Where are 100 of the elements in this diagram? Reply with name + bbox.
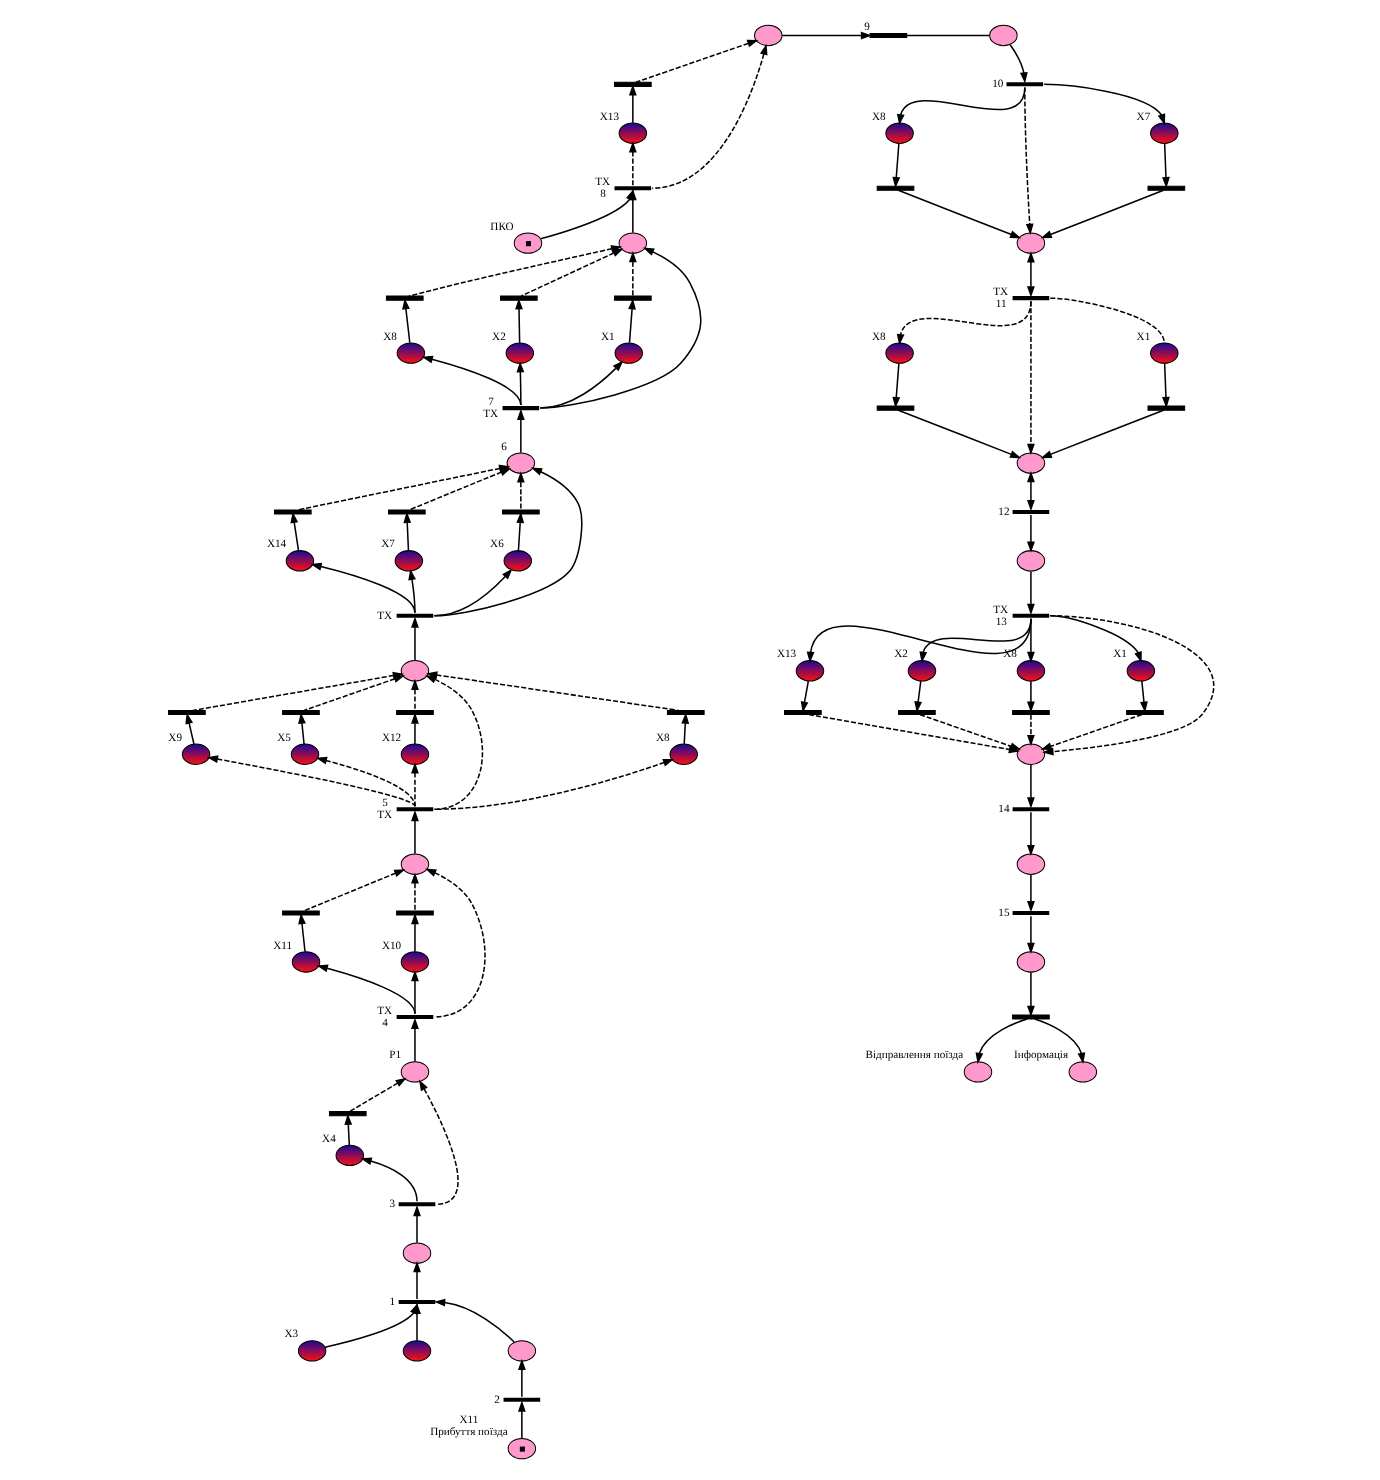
node-circle <box>399 951 429 973</box>
node-bar <box>783 709 821 716</box>
node-bar <box>167 709 205 716</box>
node-circle <box>296 1340 326 1362</box>
node-circle <box>505 452 535 474</box>
arrow <box>918 618 1031 663</box>
arrow <box>348 1077 406 1113</box>
arrow <box>297 912 305 953</box>
node-bar <box>875 405 914 411</box>
arrow <box>410 809 418 855</box>
arrow <box>627 84 636 124</box>
node-circle <box>284 550 314 572</box>
node-bar <box>613 81 651 87</box>
node-circle <box>1067 1061 1097 1083</box>
node-circle <box>1015 660 1045 682</box>
node-circle <box>988 24 1017 47</box>
node-bar <box>1146 185 1185 191</box>
node-circle <box>753 24 782 47</box>
arrow <box>1026 763 1034 809</box>
arrow <box>1039 409 1164 459</box>
node-circle <box>506 1340 536 1362</box>
arrow <box>780 31 872 40</box>
node-circle <box>617 122 647 144</box>
arrow <box>514 298 522 344</box>
arrow <box>1026 971 1034 1017</box>
node-circle <box>506 1437 536 1460</box>
arrow <box>412 1205 420 1244</box>
node-bar <box>387 509 425 515</box>
arrow <box>1008 43 1027 84</box>
node-bar <box>613 295 651 301</box>
arrow <box>799 680 809 713</box>
arrow <box>410 712 418 745</box>
arrow <box>1039 189 1164 239</box>
node-bar <box>395 709 433 716</box>
arrow <box>1042 83 1165 126</box>
node-circle <box>1125 660 1155 682</box>
node-circle <box>884 122 913 144</box>
arrow <box>634 39 758 84</box>
arrow <box>650 43 767 189</box>
arrow <box>627 251 636 297</box>
node-bar <box>281 910 319 916</box>
node-bar <box>395 910 433 916</box>
node-bar <box>501 406 539 411</box>
arrow <box>359 1157 417 1202</box>
arrow <box>1026 618 1034 663</box>
arrow <box>515 511 524 551</box>
arrow <box>1161 142 1169 189</box>
arrow <box>407 568 415 614</box>
arrow <box>515 471 524 511</box>
node-bar <box>1005 82 1043 87</box>
arrow <box>805 618 1031 663</box>
node-circle <box>399 853 429 875</box>
arrow <box>315 964 415 1015</box>
arrow <box>410 616 418 662</box>
arrow <box>516 1358 525 1398</box>
arrow <box>627 141 636 186</box>
node-circle <box>617 232 647 254</box>
arrow <box>432 758 674 810</box>
node-bar <box>1011 509 1049 514</box>
arrow <box>680 712 689 745</box>
node-bar <box>868 32 907 38</box>
node-circle <box>401 1242 431 1264</box>
arrow <box>205 755 415 807</box>
node-circle <box>962 1061 992 1083</box>
arrow <box>1161 362 1169 409</box>
node-circle <box>401 1340 431 1362</box>
arrow <box>1139 680 1147 713</box>
node-circle <box>1015 853 1045 875</box>
node-circle <box>502 550 532 572</box>
node-bar <box>1011 807 1049 812</box>
arrow <box>515 361 524 406</box>
arrow <box>402 511 411 551</box>
arrow <box>1032 1018 1085 1064</box>
arrow <box>891 142 900 189</box>
arrow <box>410 762 418 807</box>
node-circle <box>1015 743 1045 765</box>
arrow <box>1026 873 1034 913</box>
node-bar <box>281 709 319 716</box>
arrow <box>918 713 1021 750</box>
connector <box>905 34 990 37</box>
node-bar <box>897 709 935 716</box>
node-bar <box>1125 709 1163 716</box>
node-circle <box>1015 951 1045 973</box>
arrow <box>1026 570 1034 616</box>
node-circle <box>504 342 534 364</box>
node-bar <box>613 186 651 191</box>
node-bar <box>1011 709 1049 716</box>
node-bar <box>327 1111 366 1117</box>
arrow <box>432 467 582 617</box>
node-circle <box>884 342 913 364</box>
arrow <box>1039 713 1142 750</box>
node-bar <box>1011 1014 1049 1020</box>
arrow <box>410 1017 418 1063</box>
node-circle <box>399 1061 429 1083</box>
arrow <box>343 1113 352 1146</box>
node-circle <box>399 660 429 682</box>
arrow <box>412 1302 420 1342</box>
arrow <box>1026 471 1034 512</box>
connector <box>1048 297 1165 344</box>
arrow <box>433 1298 514 1343</box>
